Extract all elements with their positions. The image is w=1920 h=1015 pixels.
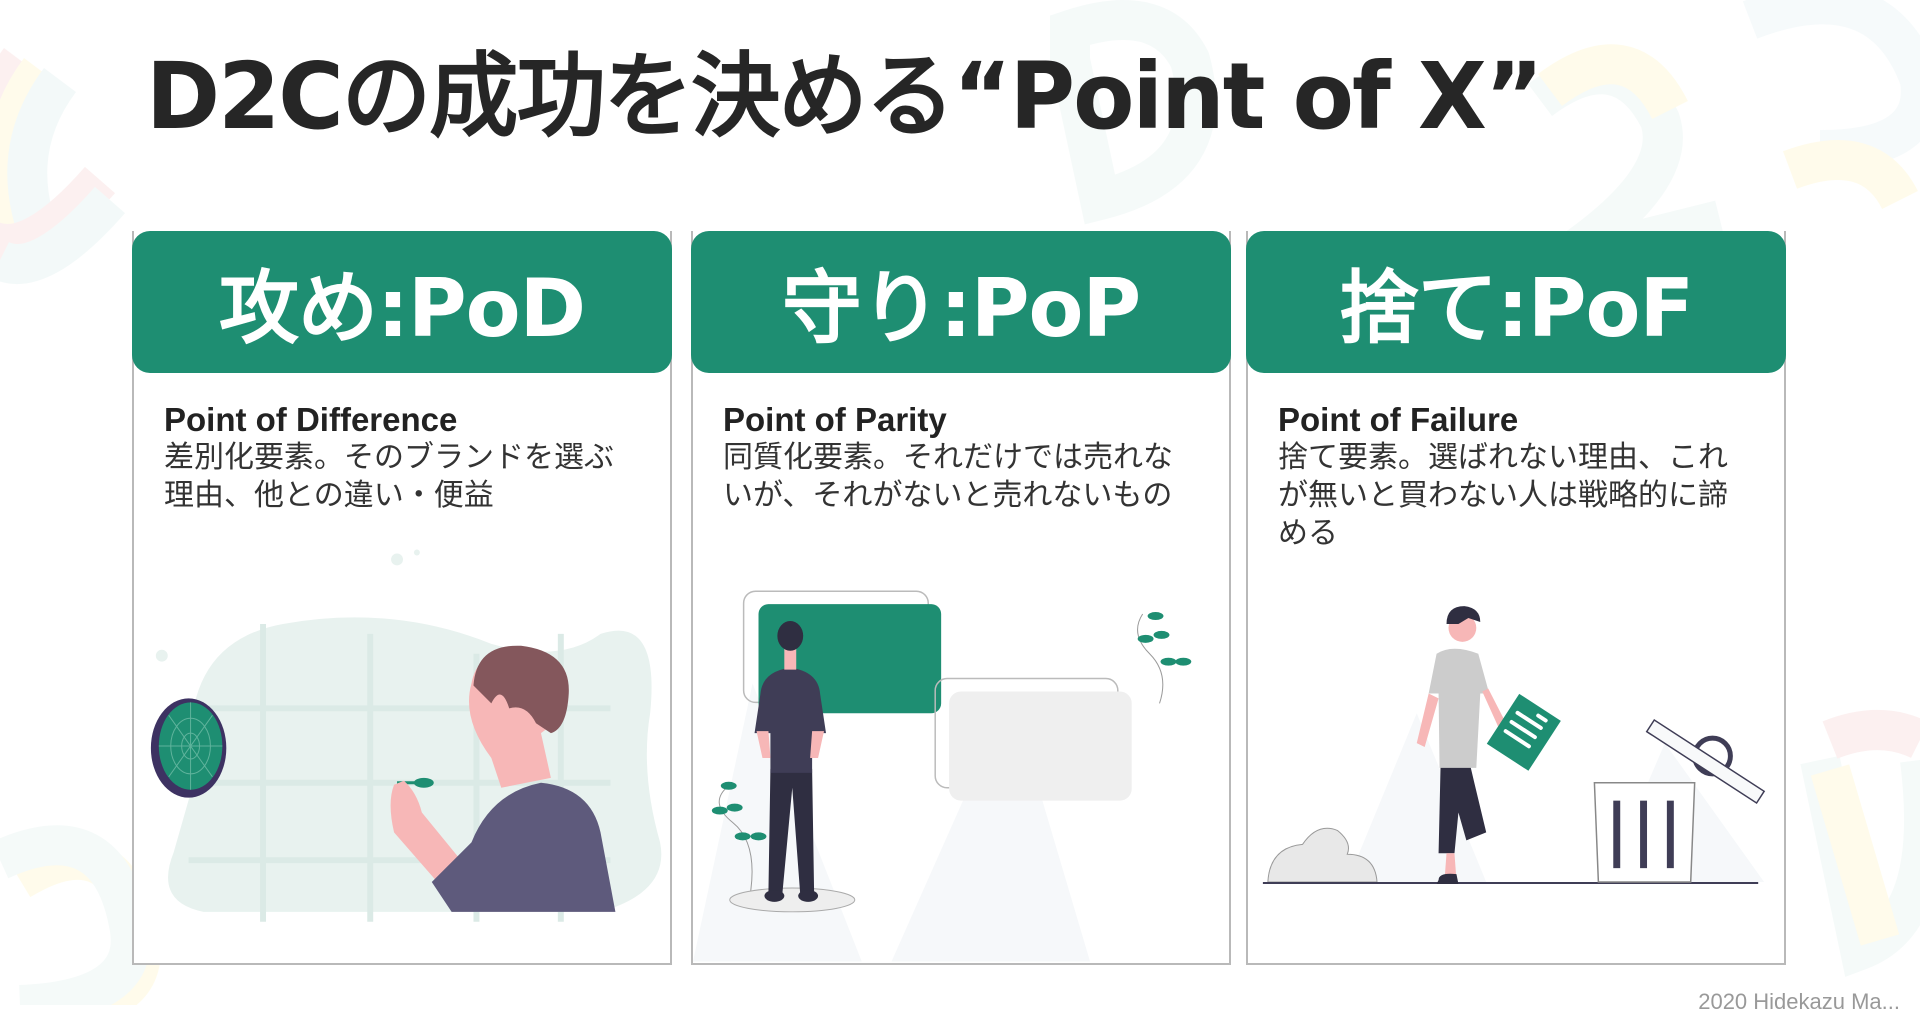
description-line: 同質化要素。それだけでは売れな <box>723 440 1173 475</box>
card-description: 差別化要素。そのブランドを選ぶ 理由、他との違い・便益 <box>164 439 650 515</box>
card-pof: 捨て:PoF Point of Failure 捨て要素。選ばれない理由、これ … <box>1246 231 1786 965</box>
card-pop: 守り:PoP Point of Parity 同質化要素。それだけでは売れな い… <box>691 231 1231 965</box>
card-body-pod: Point of Difference 差別化要素。そのブランドを選ぶ 理由、他… <box>164 401 650 515</box>
plant-icon <box>711 781 767 893</box>
description-line: 捨て要素。選ばれない理由、これ <box>1278 440 1728 475</box>
card-body-pop: Point of Parity 同質化要素。それだけでは売れな いが、それがない… <box>723 401 1209 515</box>
card-header-pop: 守り:PoP <box>691 231 1231 373</box>
trash-can-icon <box>1593 718 1766 883</box>
card-header-pof: 捨て:PoF <box>1246 231 1786 373</box>
person-viewing-boards-illustration <box>693 590 1192 962</box>
description-line: 理由、他との違い・便益 <box>164 478 494 513</box>
description-line: 差別化要素。そのブランドを選ぶ <box>164 440 614 475</box>
dartboard-icon <box>150 698 227 798</box>
dart-thrower-illustration <box>150 549 662 922</box>
card-body-pof: Point of Failure 捨て要素。選ばれない理由、これ が無いと買わな… <box>1278 401 1764 553</box>
card-description: 同質化要素。それだけでは売れな いが、それがないと売れないもの <box>723 439 1209 515</box>
description-line: が無いと買わない人は戦略的に諦 <box>1278 478 1728 513</box>
card-subtitle: Point of Failure <box>1278 401 1519 438</box>
card-description: 捨て要素。選ばれない理由、これ が無いと買わない人は戦略的に諦 める <box>1278 439 1764 553</box>
slide-title: D2Cの成功を決める“Point of X” <box>146 43 1543 150</box>
card-subtitle: Point of Parity <box>723 401 947 438</box>
card-header-pod: 攻め:PoD <box>132 231 672 373</box>
footer-copyright: 2020 Hidekazu Ma... <box>1698 989 1900 1014</box>
card-pod: 攻め:PoD Point of Difference 差別化要素。そのブランドを… <box>132 231 672 965</box>
description-line: める <box>1278 516 1338 551</box>
card-subtitle: Point of Difference <box>164 401 458 438</box>
document-icon <box>1486 693 1561 771</box>
plant-icon <box>1137 612 1192 704</box>
trash-discard-illustration <box>1262 606 1766 885</box>
description-line: いが、それがないと売れないもの <box>723 478 1173 513</box>
